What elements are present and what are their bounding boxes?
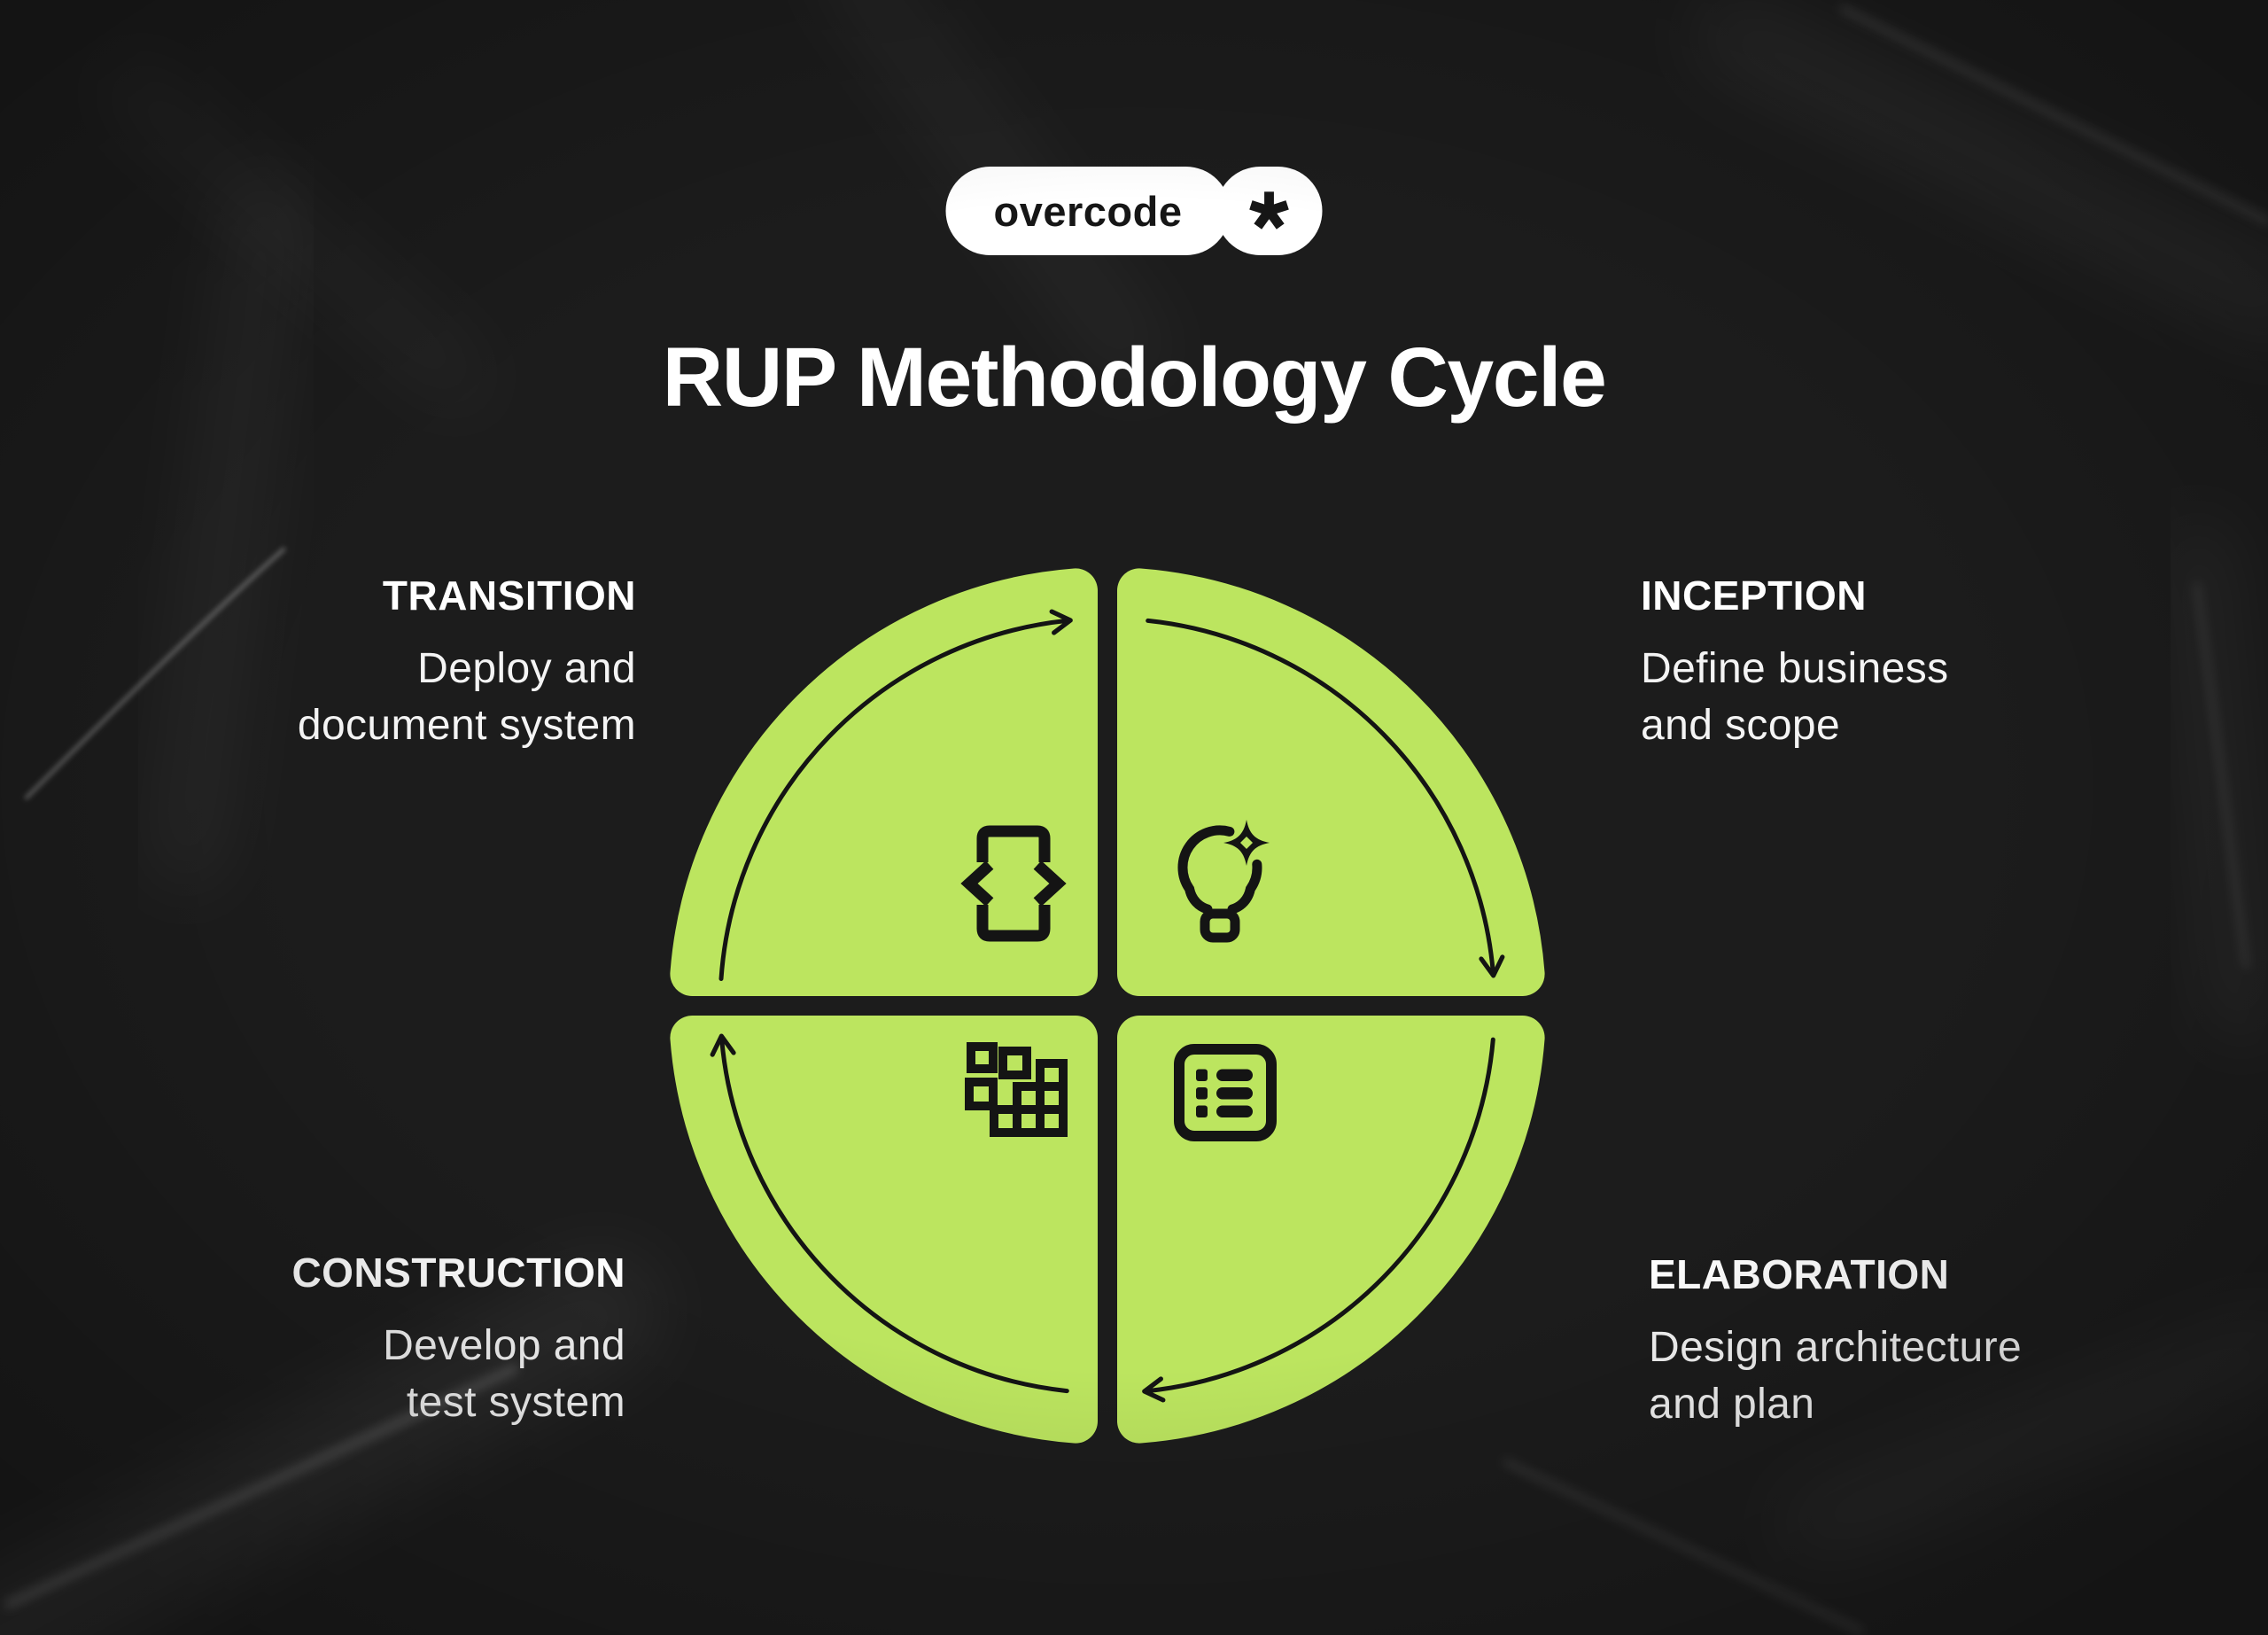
phase-label-construction: CONSTRUCTION Develop and test system — [291, 1249, 625, 1432]
quadrant-inception — [1117, 568, 1545, 996]
lightbulb-spark-icon — [1177, 820, 1270, 943]
phase-description: Deploy and document system — [297, 645, 636, 750]
cycle-arrow-bottom-right — [1142, 1037, 1495, 1403]
list-icon — [1174, 1044, 1277, 1141]
cycle-arrow-top-right — [1146, 618, 1505, 978]
quadrant-construction — [670, 1016, 1098, 1444]
page-title: RUP Methodology Cycle — [662, 331, 1607, 424]
phase-title: CONSTRUCTION — [291, 1250, 625, 1296]
asterisk-icon — [1249, 191, 1289, 230]
brand-name: overcode — [993, 187, 1183, 235]
phase-title: TRANSITION — [382, 572, 636, 619]
cycle-arrow-bottom-left — [710, 1033, 1069, 1394]
phase-description: Define business and scope — [1641, 645, 1949, 750]
cycle-diagram — [670, 568, 1545, 1444]
phase-label-inception: INCEPTION Define business and scope — [1641, 572, 1949, 755]
quadrant-transition — [670, 568, 1098, 996]
phase-label-elaboration: ELABORATION Design architecture and plan — [1649, 1250, 2022, 1434]
phase-label-transition: TRANSITION Deploy and document system — [298, 572, 636, 755]
brand-asterisk-pill — [1216, 167, 1323, 255]
phase-description: Design architecture and plan — [1649, 1324, 2023, 1429]
brand-name-pill: overcode — [945, 167, 1231, 255]
code-icon — [960, 825, 1067, 942]
brand-logo: overcode — [945, 167, 1323, 255]
pixel-blocks-icon — [965, 1042, 1068, 1137]
cycle-arrow-top-left — [718, 609, 1073, 981]
phase-description: Develop and test system — [383, 1322, 625, 1427]
phase-title: INCEPTION — [1641, 572, 1867, 619]
phase-title: ELABORATION — [1649, 1251, 1950, 1297]
